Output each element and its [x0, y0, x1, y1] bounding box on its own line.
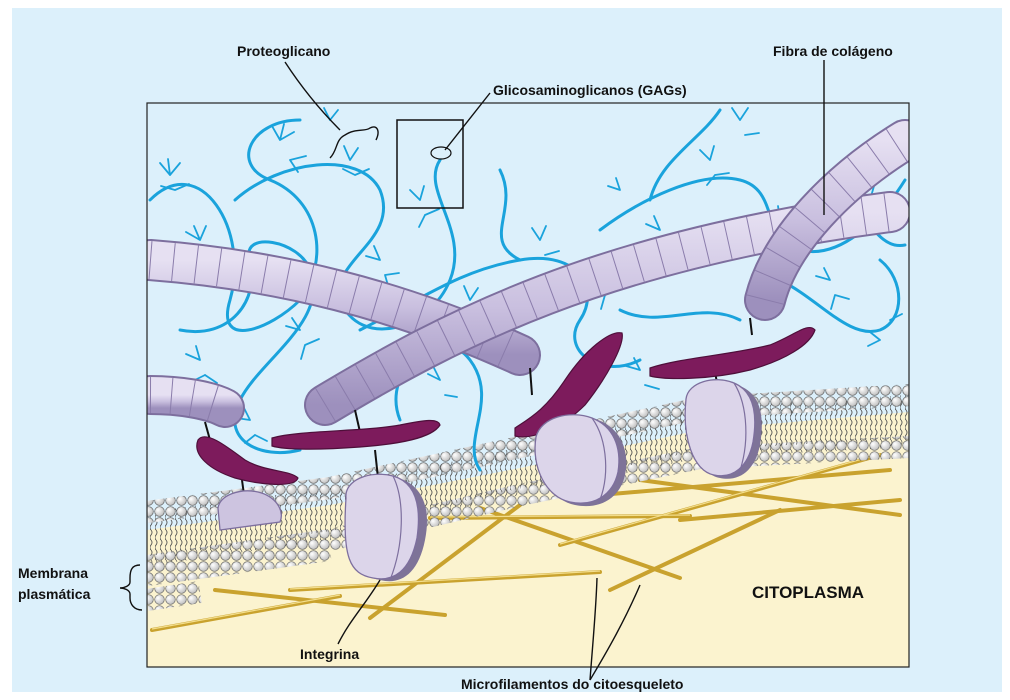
- integrin-2: [345, 474, 427, 581]
- label-integrin: Integrina: [300, 646, 359, 662]
- label-membrane-line1: Membrana: [18, 565, 88, 581]
- label-cytoplasm: CITOPLASMA: [752, 583, 864, 603]
- label-collagen-fiber: Fibra de colágeno: [773, 43, 893, 59]
- label-membrane-line2: plasmática: [18, 586, 90, 602]
- label-gags: Glicosaminoglicanos (GAGs): [493, 82, 687, 98]
- label-proteoglycan: Proteoglicano: [237, 43, 330, 59]
- label-microfilaments: Microfilamentos do citoesqueleto: [461, 676, 683, 692]
